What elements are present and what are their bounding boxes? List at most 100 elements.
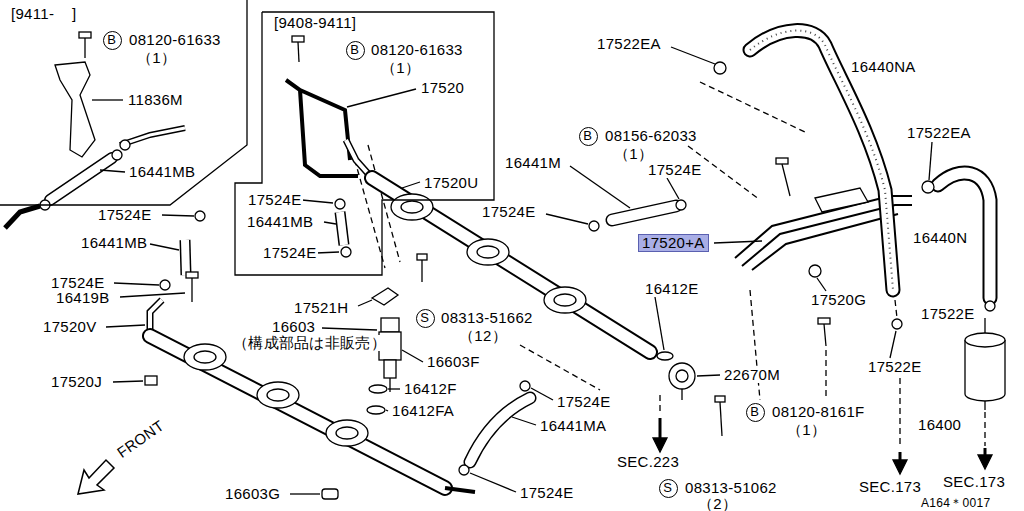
clamp <box>520 381 530 391</box>
diagram-id: A164＊0017 <box>920 495 991 511</box>
fuel-filter <box>965 333 1005 347</box>
part-number: 16441MB <box>80 235 148 251</box>
injector <box>384 360 396 378</box>
hose <box>612 206 676 220</box>
injector-boss <box>336 427 358 439</box>
bolt <box>292 36 304 62</box>
part-number: 08120-61633 <box>370 42 464 58</box>
part-number: 16440N <box>912 230 968 246</box>
bolt <box>818 318 830 324</box>
part-number: 17520V <box>42 319 98 335</box>
quantity-note: （1） <box>613 146 654 162</box>
part-number: 22670M <box>723 367 781 383</box>
bolt <box>715 396 725 402</box>
leader-line <box>322 328 377 330</box>
leader-line <box>347 89 416 107</box>
injector-boss <box>257 382 299 408</box>
leader-line <box>714 241 762 243</box>
part-number: 16419B <box>55 290 111 306</box>
bolt <box>84 38 85 58</box>
leader-line <box>817 278 826 291</box>
clamp <box>676 200 686 210</box>
bolt <box>417 254 427 260</box>
part-number: 08313-51062 <box>684 480 778 496</box>
part-number: 17520U <box>423 175 479 191</box>
bolt <box>79 32 91 38</box>
part-number: 16441MB <box>128 164 196 180</box>
section-ref: SEC.173 <box>942 474 1006 490</box>
symbol-letter: S <box>663 480 672 496</box>
screw-mark: S <box>416 309 435 328</box>
injector-boss <box>194 351 216 363</box>
bolt <box>782 164 790 196</box>
quantity-note: （1） <box>136 50 177 66</box>
insulator <box>322 489 338 499</box>
bolt <box>818 318 830 346</box>
bolt-mark: B <box>346 41 365 60</box>
part-number: 17522E <box>920 306 976 322</box>
clamp <box>892 319 902 329</box>
fuel-filter <box>965 318 1005 410</box>
injector-boss <box>326 420 368 446</box>
injector-boss <box>467 239 509 265</box>
variant-region: B[9411- ]08120-61633（1）11836M16441MB <box>0 0 250 208</box>
leader-line <box>150 244 179 250</box>
front-arrow <box>78 460 114 494</box>
region-outline <box>0 0 247 205</box>
symbol-letter: B <box>583 128 592 144</box>
part-number: 08120-8161F <box>771 404 866 420</box>
leader-line <box>929 142 932 180</box>
leader-line <box>667 178 679 199</box>
injector-boss <box>184 344 368 446</box>
part-number: 08313-51662 <box>440 310 534 326</box>
leader-line <box>120 293 185 297</box>
symbol-letter: 17520+A <box>641 235 706 251</box>
plug <box>145 376 157 385</box>
leader-line <box>402 182 420 188</box>
hose <box>340 212 344 245</box>
leader-line <box>358 300 372 306</box>
hose <box>470 398 530 462</box>
o-ring <box>369 385 387 393</box>
bolt <box>421 260 422 282</box>
symbol-letter: B <box>350 42 359 58</box>
hose <box>50 158 112 200</box>
leader-line <box>546 214 588 224</box>
leader-line <box>114 283 159 285</box>
clamp <box>922 181 934 193</box>
o-ring <box>367 406 385 414</box>
leader-line <box>386 410 388 411</box>
section-ref: SEC.173 <box>858 479 922 495</box>
bolt <box>298 42 299 62</box>
clamp <box>341 247 351 257</box>
part-number: 17524E <box>647 162 703 178</box>
clip <box>120 140 130 150</box>
bolt <box>186 272 198 278</box>
bolt-mark: B <box>746 403 765 422</box>
injector-boss <box>391 194 433 220</box>
clip <box>809 265 821 277</box>
bracket <box>55 62 95 157</box>
leader-line <box>113 381 143 382</box>
part-number: 16400 <box>917 417 962 433</box>
part-number: 17520 <box>420 80 465 96</box>
part-number: 16412FA <box>391 403 455 419</box>
pipe <box>445 488 475 492</box>
leader-line <box>324 222 336 224</box>
clamp <box>335 199 345 209</box>
part-number: 16412F <box>403 381 458 397</box>
bolt <box>79 32 91 58</box>
part-number: 17522EA <box>596 36 662 52</box>
section-arrow <box>978 455 992 469</box>
clamp <box>714 62 726 74</box>
symbol-letter: S <box>420 310 429 326</box>
hose <box>185 240 186 275</box>
o-ring <box>657 352 673 360</box>
quantity-note: （1） <box>380 60 421 76</box>
fuel-filter <box>984 401 985 410</box>
bracket <box>815 188 868 212</box>
clamp <box>985 301 995 311</box>
part-number: 16441MA <box>539 418 607 434</box>
leader-line <box>470 473 516 492</box>
bolt <box>191 278 192 302</box>
